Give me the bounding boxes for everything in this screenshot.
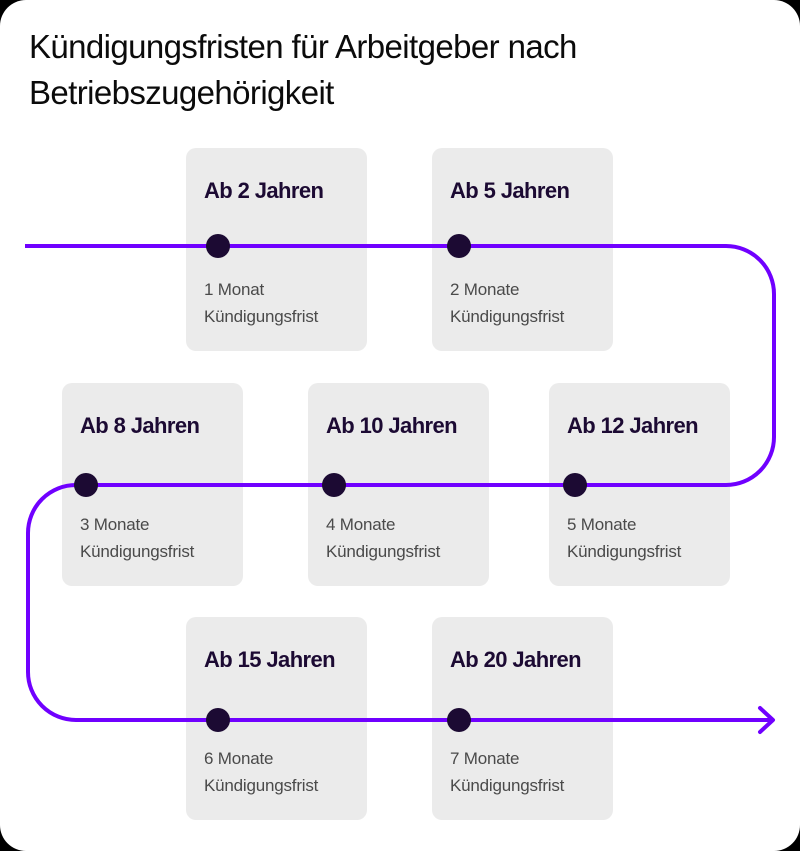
milestone-value: 1 Monat Kündigungsfrist <box>204 276 318 330</box>
milestone-value: 5 Monate Kündigungsfrist <box>567 511 681 565</box>
notice-period: 6 Monate <box>204 749 274 768</box>
notice-period: 3 Monate <box>80 515 150 534</box>
dot-icon <box>322 473 346 497</box>
milestone-heading: Ab 12 Jahren <box>567 413 699 438</box>
milestone-value: 2 Monate Kündigungsfrist <box>450 276 564 330</box>
dot-icon <box>74 473 98 497</box>
milestone-value: 3 Monate Kündigungsfrist <box>80 511 194 565</box>
milestone-value: 6 Monate Kündigungsfrist <box>204 745 318 799</box>
milestone-value: 7 Monate Kündigungsfrist <box>450 745 564 799</box>
dot-icon <box>206 234 230 258</box>
milestone-heading: Ab 20 Jahren <box>450 647 582 672</box>
milestone-heading: Ab 8 Jahren <box>80 413 200 438</box>
milestone-card-5-years: Ab 5 Jahren 2 Monate Kündigungsfrist <box>432 148 613 351</box>
notice-period: 1 Monat <box>204 280 265 299</box>
milestone-heading: Ab 2 Jahren <box>204 178 324 203</box>
dot-icon <box>447 234 471 258</box>
notice-label: Kündigungsfrist <box>326 542 441 561</box>
milestone-heading: Ab 5 Jahren <box>450 178 570 203</box>
notice-period: 5 Monate <box>567 515 637 534</box>
notice-label: Kündigungsfrist <box>80 542 195 561</box>
milestone-heading: Ab 10 Jahren <box>326 413 458 438</box>
milestone-value: 4 Monate Kündigungsfrist <box>326 511 440 565</box>
dot-icon <box>447 708 471 732</box>
milestone-heading: Ab 15 Jahren <box>204 647 336 672</box>
notice-period: 4 Monate <box>326 515 396 534</box>
dot-icon <box>563 473 587 497</box>
notice-label: Kündigungsfrist <box>204 307 319 326</box>
dot-icon <box>206 708 230 732</box>
arrow-right-icon <box>758 706 775 734</box>
notice-period: 2 Monate <box>450 280 520 299</box>
notice-label: Kündigungsfrist <box>567 542 682 561</box>
notice-label: Kündigungsfrist <box>204 776 319 795</box>
notice-label: Kündigungsfrist <box>450 776 565 795</box>
notice-label: Kündigungsfrist <box>450 307 565 326</box>
page-title: Kündigungsfristen für Arbeitgeber nach B… <box>29 28 577 111</box>
notice-period: 7 Monate <box>450 749 520 768</box>
